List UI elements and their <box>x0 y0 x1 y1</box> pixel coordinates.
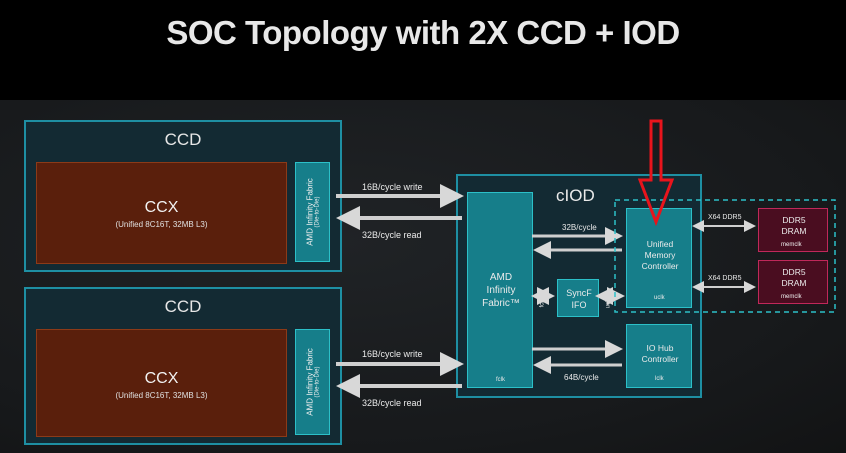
ddr5-dram-2: DDR5 DRAM memclk <box>758 260 828 304</box>
ccd-top: CCD CCX (Unified 8C16T, 32MB L3) AMD Inf… <box>24 120 342 272</box>
umc-link-label: 32B/cycle <box>562 223 597 232</box>
io-hub-controller: IO Hub Controller lclk <box>626 324 692 388</box>
ccd-bottom: CCD CCX (Unified 8C16T, 32MB L3) AMD Inf… <box>24 287 342 445</box>
top-write-label: 16B/cycle write <box>362 182 423 192</box>
ddr2-clk: memclk <box>781 294 802 300</box>
umc-clk: uclk <box>654 295 665 301</box>
ccx-top: CCX (Unified 8C16T, 32MB L3) <box>36 162 287 264</box>
ccx-bottom-sub: (Unified 8C16T, 32MB L3) <box>115 391 208 400</box>
syncf-l2: IFO <box>571 300 587 310</box>
ddr2-l1: DDR5 <box>782 267 806 277</box>
ddr1-clk: memclk <box>781 242 802 248</box>
ddr2-l2: DRAM <box>781 278 807 288</box>
memory-region-outline <box>614 199 836 313</box>
iod-fabric-l2: Infinity <box>486 285 516 296</box>
ccx-top-label: CCX <box>144 199 179 216</box>
io-hub-l2: Controller <box>641 354 679 364</box>
infinity-fabric-bottom: AMD Infinity Fabric (Die-to-Die) <box>295 329 330 435</box>
unified-memory-controller: Unified Memory Controller uclk <box>626 208 692 308</box>
ddr-link-label-1: X64 DDR5 <box>708 214 742 221</box>
io-hub-l1: IO Hub <box>646 343 674 353</box>
umc-l3: Controller <box>641 261 679 271</box>
ccx-top-sub: (Unified 8C16T, 32MB L3) <box>115 220 208 229</box>
umc-l1: Unified <box>646 239 674 249</box>
ciod: cIOD AMD Infinity Fabric™ fclk SyncF IFO… <box>456 174 702 398</box>
iod-fabric-clk: fclk <box>496 377 505 383</box>
connector-layer <box>336 119 836 398</box>
bottom-read-label: 32B/cycle read <box>362 398 422 408</box>
syncf-l1: SyncF <box>566 288 592 298</box>
page-title: SOC Topology with 2X CCD + IOD <box>166 14 680 51</box>
ccx-bottom-label: CCX <box>144 370 179 387</box>
diagram-canvas: CCD CCX (Unified 8C16T, 32MB L3) AMD Inf… <box>0 100 846 453</box>
infinity-fabric-top: AMD Infinity Fabric (Die-to-Die) <box>295 162 330 262</box>
umc-l2: Memory <box>644 250 676 260</box>
title-bar: SOC Topology with 2X CCD + IOD <box>0 0 846 100</box>
bottom-write-label: 16B/cycle write <box>362 349 423 359</box>
ddr-link-label-2: X64 DDR5 <box>708 275 742 282</box>
ddr1-l1: DDR5 <box>782 215 806 225</box>
top-read-label: 32B/cycle read <box>362 230 422 240</box>
iod-fabric-l1: AMD <box>489 272 513 283</box>
ddr5-dram-1: DDR5 DRAM memclk <box>758 208 828 252</box>
ccd-top-label: CCD <box>164 130 202 149</box>
ciod-label: cIOD <box>556 186 595 205</box>
highlight-arrow <box>637 119 675 227</box>
ccx-bottom: CCX (Unified 8C16T, 32MB L3) <box>36 329 287 437</box>
io-hub-clk: lclk <box>655 376 664 382</box>
syncf-ifo-block: SyncF IFO <box>557 279 599 317</box>
iod-fabric-l3: Fabric™ <box>482 298 520 309</box>
ddr1-l2: DRAM <box>781 226 807 236</box>
ccd-bottom-label: CCD <box>164 297 202 316</box>
io-link-label: 64B/cycle <box>564 373 599 382</box>
amd-infinity-fabric-iod: AMD Infinity Fabric™ fclk <box>467 192 533 388</box>
